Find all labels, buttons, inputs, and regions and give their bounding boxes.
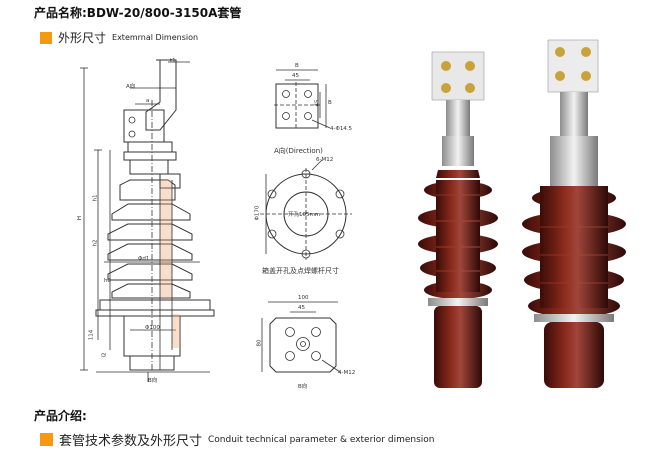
b-view-caption: B向 <box>298 384 308 390</box>
dim-a-view-label: A向 <box>126 84 136 90</box>
dim-t1-label: t1 <box>170 58 176 64</box>
dim-d100-label: Φ100 <box>145 325 160 331</box>
product-name-title: 产品名称:BDW-20/800-3150A套管 <box>34 6 242 20</box>
flange-bore-label: 开孔105mm <box>288 212 321 218</box>
dim-d1-label: Φd1 <box>138 256 150 262</box>
params-section-header: 套管技术参数及外形尺寸 Conduit technical parameter … <box>40 430 434 449</box>
params-section-title-en: Conduit technical parameter & exterior d… <box>208 434 435 445</box>
flange-bolts-label: 6-M12 <box>316 157 334 163</box>
dim-a-label: a <box>146 98 150 104</box>
orange-square-icon <box>40 433 53 446</box>
a-view-dim-45-top: 45 <box>292 73 299 79</box>
b-view-dim-100: 100 <box>298 295 309 301</box>
flange-caption: 箱盖开孔及点焊螺杆尺寸 <box>262 267 339 275</box>
orange-square-icon <box>40 31 52 44</box>
dimension-section-title-en: Extemrnal Dimension <box>112 33 199 42</box>
b-view-bolts-label: 4-M12 <box>338 370 356 376</box>
intro-heading: 产品介绍: <box>34 409 87 423</box>
dim-b-view-label: B向 <box>148 378 158 384</box>
b-view-dim-45: 45 <box>298 305 305 311</box>
dimension-section-header: 外形尺寸 Extemrnal Dimension <box>40 29 198 46</box>
a-view-holes-label: 4-Φ14.5 <box>330 126 353 132</box>
dim-h3-label: h3 <box>104 278 111 284</box>
a-view-dim-b-side: B <box>328 100 332 106</box>
dimension-section-title-cn: 外形尺寸 <box>58 31 107 45</box>
params-section-title-cn: 套管技术参数及外形尺寸 <box>59 434 203 449</box>
a-view-caption: A向(Direction) <box>274 147 323 155</box>
a-view-dim-b: B <box>295 63 299 69</box>
